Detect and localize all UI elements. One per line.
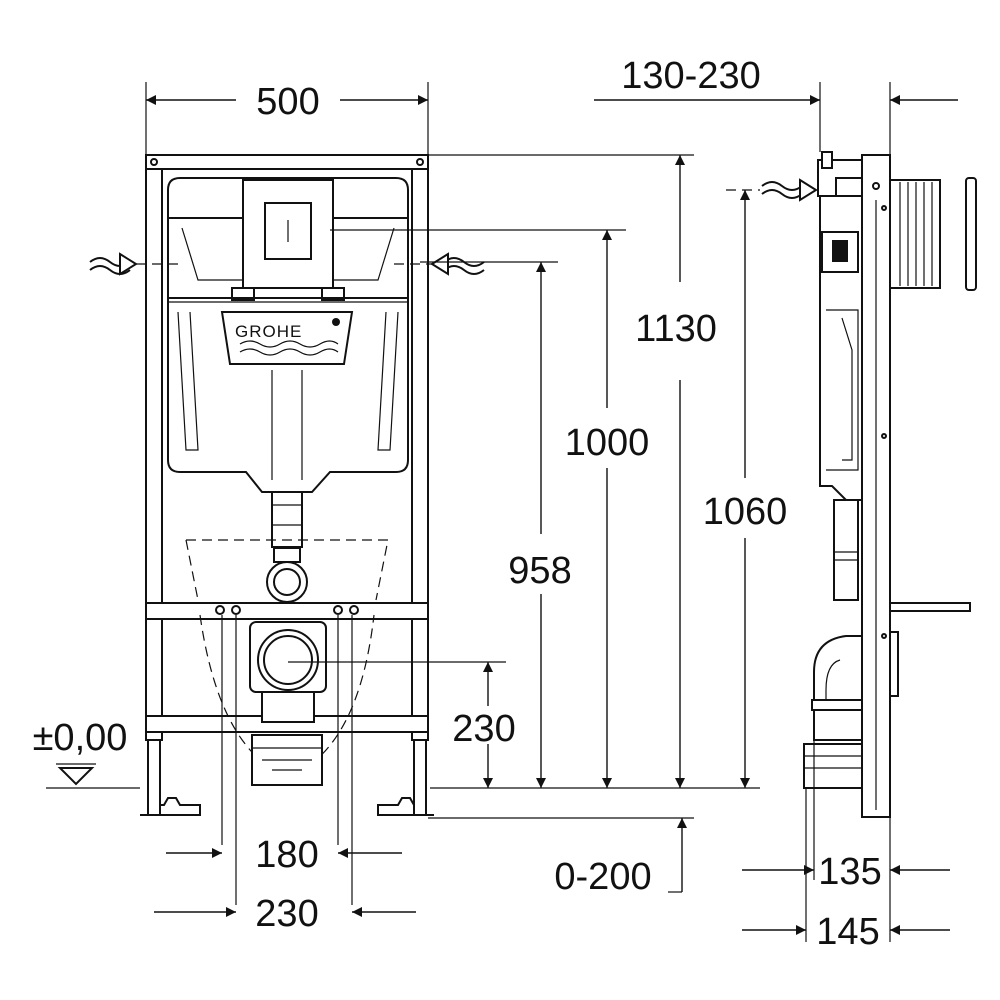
floor-level-label: ±0,00: [33, 717, 128, 759]
dim-depth-135: 135: [818, 851, 881, 893]
side-water-inlet-icon: [761, 181, 803, 191]
flush-button: [264, 202, 312, 260]
actuator-thread: [899, 182, 933, 286]
side-valve-box: [821, 231, 859, 273]
dim-height-1060: 1060: [703, 491, 788, 533]
dim-wall-offset-130-230: 130-230: [621, 55, 760, 97]
frame-left-leg: [147, 739, 161, 816]
dim-floor-adjust-0-200: 0-200: [554, 856, 651, 898]
floor-level-triangle-icon: [57, 767, 95, 786]
wc-outline-dashed: [185, 539, 389, 761]
front-dimensions: 500 1130 1000 958 230 0-200 ±0,00: [33, 81, 760, 935]
frame-right-leg: [413, 739, 427, 816]
dim-height-230: 230: [452, 708, 515, 750]
brand-plate: [220, 311, 354, 365]
dim-bolt-spacing-230: 230: [255, 893, 318, 935]
left-foot: [140, 797, 201, 816]
right-foot: [377, 797, 434, 816]
side-drain-outlet: [803, 743, 863, 789]
dim-height-1000: 1000: [565, 422, 650, 464]
mounting-bolts: [215, 605, 359, 905]
dim-height-1130: 1130: [635, 308, 717, 350]
flush-pipe: [271, 491, 303, 548]
side-mounting-rod: [889, 602, 971, 612]
brand-logo-text: GROHE: [235, 322, 302, 341]
front-view: GROHE: [89, 154, 485, 905]
dim-height-958: 958: [508, 550, 571, 592]
dim-bolt-spacing-180: 180: [255, 834, 318, 876]
dim-width-500: 500: [256, 81, 319, 123]
side-dimensions: 130-230 1060 135 145: [594, 55, 958, 953]
side-flush-pipe: [833, 499, 859, 601]
dim-depth-145: 145: [816, 911, 879, 953]
frame-top-rail: [145, 154, 429, 170]
frame-left-upright: [145, 154, 163, 741]
frame-right-upright: [411, 154, 429, 741]
drain-outlet: [257, 629, 319, 691]
flush-plate-side: [965, 177, 977, 291]
frame-middle-rail: [145, 602, 429, 620]
side-view: [726, 151, 977, 818]
side-drain-bend: [813, 635, 863, 741]
